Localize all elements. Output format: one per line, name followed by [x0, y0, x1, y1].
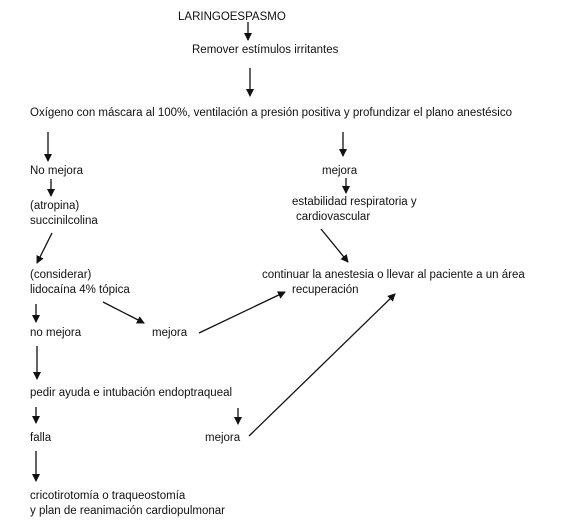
node-crico-line2: y plan de reanimación cardiopulmonar: [30, 505, 225, 517]
title-laryngospasm: LARINGOESPASMO: [178, 11, 286, 23]
node-continue-line2: recuperación: [292, 284, 359, 296]
node-fails: falla: [30, 432, 52, 444]
node-stability-line1: estabilidad respiratoria y: [292, 196, 417, 208]
node-oxygen-ventilation: Oxígeno con máscara al 100%, ventilación…: [30, 107, 513, 119]
node-remove-stimuli: Remover estímulos irritantes: [192, 44, 339, 56]
node-succinylcholine: succinilcolina: [30, 215, 98, 227]
arrow-succinilcolina-to-considerar: [36, 232, 53, 264]
node-consider: (considerar): [30, 269, 92, 281]
arrow-mejora-to-recuperacion: [248, 293, 396, 437]
arrow-mejora-to-continuar: [198, 291, 286, 334]
node-continue-line1: continuar la anestesia o llevar al pacie…: [262, 269, 525, 281]
node-atropine: (atropina): [30, 200, 80, 212]
node-improves-2: mejora: [152, 327, 188, 339]
node-crico-line1: cricotirotomía o traqueostomía: [30, 490, 186, 502]
arrow-estabilidad-to-continuar: [320, 228, 349, 263]
node-improves-3: mejora: [205, 432, 241, 444]
node-improves-1: mejora: [322, 165, 358, 177]
node-no-improve-1: No mejora: [30, 165, 84, 177]
node-no-improve-2: no mejora: [30, 327, 82, 339]
node-stability-line2: cardiovascular: [296, 211, 371, 223]
arrow-lidocaina-to-mejora: [102, 301, 145, 324]
node-lidocaine: lidocaína 4% tópica: [30, 284, 130, 296]
node-ask-help-intubation: pedir ayuda e intubación endoptraqueal: [30, 387, 233, 399]
